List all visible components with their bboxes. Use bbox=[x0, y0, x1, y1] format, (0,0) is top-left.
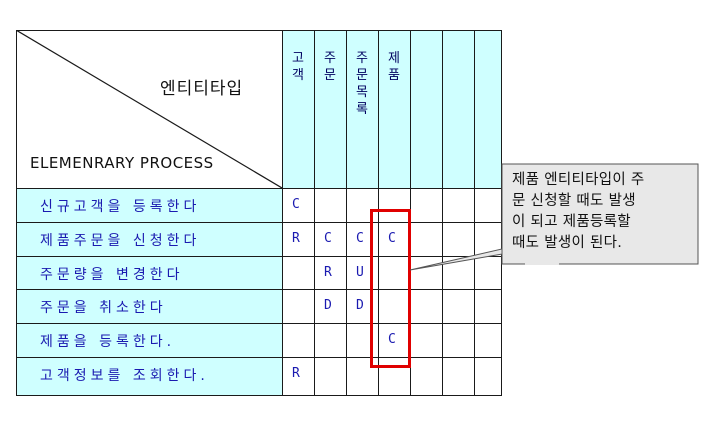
callout-line: 문 신청할 때도 발생 bbox=[512, 193, 636, 209]
grid-hline bbox=[16, 222, 502, 223]
grid-hline bbox=[16, 289, 502, 290]
corner-diagonal bbox=[16, 30, 282, 188]
callout-line: 때도 발생이 된다. bbox=[512, 235, 623, 251]
crud-cell-value: D bbox=[356, 298, 364, 313]
entity-header-cell bbox=[474, 30, 502, 188]
process-label: 제품주문을 신청한다 bbox=[40, 233, 201, 249]
process-label: 주문을 취소한다 bbox=[40, 300, 167, 316]
grid-vline bbox=[474, 30, 475, 396]
elementary-process-label: ELEMENRARY PROCESS bbox=[30, 154, 214, 172]
crud-cell-value: C bbox=[356, 231, 364, 246]
entity-header-char: 품 bbox=[388, 68, 400, 83]
grid-vline bbox=[442, 30, 443, 396]
corner-cell: 엔티티타입 ELEMENRARY PROCESS bbox=[16, 30, 282, 188]
process-label: 신규고객을 등록한다 bbox=[40, 199, 201, 215]
callout-line: 제품 엔티티타입이 주 bbox=[512, 172, 645, 188]
grid-vline bbox=[346, 30, 347, 396]
process-label-cell bbox=[16, 323, 282, 357]
grid-vline bbox=[16, 30, 17, 396]
grid-vline bbox=[314, 30, 315, 396]
crud-cell-value: U bbox=[356, 265, 364, 280]
crud-cell-value: C bbox=[388, 231, 396, 246]
entity-header-cell bbox=[410, 30, 442, 188]
process-label: 주문량을 변경한다 bbox=[40, 267, 184, 283]
callout-line: 이 되고 제품등록할 bbox=[512, 214, 631, 230]
entity-header-char: 문 bbox=[356, 68, 368, 83]
entity-header-char: 객 bbox=[292, 68, 304, 83]
grid-hline bbox=[16, 256, 502, 257]
crud-cell-value: C bbox=[324, 231, 332, 246]
grid-hline bbox=[16, 188, 502, 189]
crud-cell-value: D bbox=[324, 298, 332, 313]
entity-header-char: 목 bbox=[356, 85, 368, 100]
process-label-cell bbox=[16, 289, 282, 323]
crud-cell-value: R bbox=[292, 231, 300, 246]
process-label-cell bbox=[16, 188, 282, 222]
entity-header-cell bbox=[346, 30, 378, 188]
crud-cell-value: R bbox=[292, 366, 300, 381]
process-label-cell bbox=[16, 222, 282, 256]
entity-type-label: 엔티티타입 bbox=[160, 79, 244, 99]
entity-header-cell bbox=[442, 30, 474, 188]
entity-header-char: 문 bbox=[324, 68, 336, 83]
crud-cell-value: C bbox=[388, 332, 396, 347]
entity-header-char: 주 bbox=[324, 51, 336, 66]
entity-header-char: 제 bbox=[388, 51, 400, 66]
grid-hline bbox=[16, 30, 502, 31]
product-column-highlight bbox=[370, 209, 411, 368]
grid-hline bbox=[16, 323, 502, 324]
entity-header-char: 고 bbox=[292, 51, 304, 66]
entity-header-cell bbox=[378, 30, 410, 188]
grid-hline bbox=[16, 357, 502, 358]
process-label: 제품을 등록한다. bbox=[40, 334, 176, 350]
process-label-cell bbox=[16, 256, 282, 289]
entity-header-cell bbox=[282, 30, 314, 188]
process-label-cell bbox=[16, 357, 282, 396]
grid-vline bbox=[282, 30, 283, 396]
grid-hline bbox=[16, 395, 502, 396]
entity-header-cell bbox=[314, 30, 346, 188]
crud-cell-value: C bbox=[292, 197, 300, 212]
grid-vline bbox=[501, 30, 502, 396]
entity-header-char: 주 bbox=[356, 51, 368, 66]
process-label: 고객정보를 조회한다. bbox=[40, 368, 209, 384]
grid-vline bbox=[378, 30, 379, 396]
entity-header-char: 록 bbox=[356, 102, 368, 117]
crud-cell-value: R bbox=[324, 265, 332, 280]
